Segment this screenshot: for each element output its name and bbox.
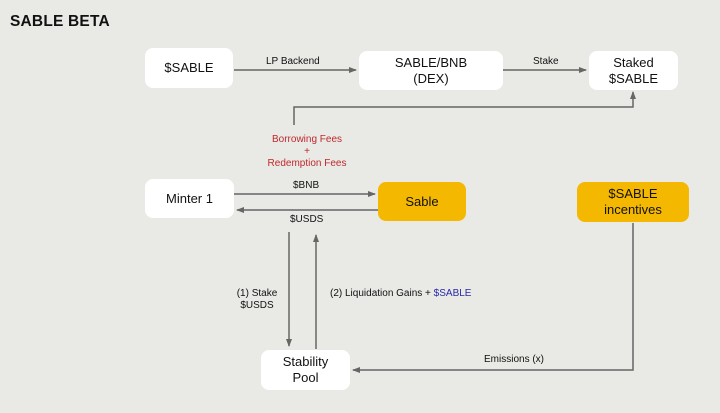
node-label: incentives <box>604 202 662 217</box>
node-label: SABLE/BNB <box>394 54 468 70</box>
edge-emissions <box>352 223 634 373</box>
edge-label-lp-backend: LP Backend <box>266 56 320 67</box>
fee-line-borrowing: Borrowing Fees <box>271 134 343 145</box>
node-stability-pool[interactable]: Stability Pool <box>261 350 350 390</box>
node-label: Minter 1 <box>166 190 213 206</box>
node-sable[interactable]: Sable <box>378 182 466 221</box>
node-staked-sable[interactable]: Staked $SABLE <box>589 51 678 90</box>
fee-line-redemption: Redemption Fees <box>267 158 347 169</box>
node-label: $SABLE <box>608 70 659 86</box>
node-minter[interactable]: Minter 1 <box>145 179 234 218</box>
node-label: Sable <box>405 193 439 209</box>
node-label: Staked <box>613 54 654 70</box>
node-label: Pool <box>292 370 319 385</box>
node-label: (DEX) <box>413 70 449 86</box>
node-dex[interactable]: SABLE/BNB (DEX) <box>359 51 503 90</box>
node-sable-incentives[interactable]: $SABLE incentives <box>577 182 689 222</box>
stake-usds-line-2: $USDS <box>240 300 274 311</box>
edge-fees <box>293 91 636 125</box>
node-label: $SABLE <box>608 186 658 201</box>
edge-label-emissions: Emissions (x) <box>484 354 545 365</box>
edge-label-liquidation: (2) Liquidation Gains + $SABLE <box>330 288 471 300</box>
liquidation-token: $SABLE <box>433 288 472 299</box>
edge-label-fees: Borrowing Fees + Redemption Fees <box>262 134 352 170</box>
node-sable-token[interactable]: $SABLE <box>145 48 233 88</box>
edge-label-stake-usds: (1) Stake $USDS <box>232 288 282 312</box>
edge-label-bnb: $BNB <box>293 180 320 191</box>
stake-usds-line-1: (1) Stake <box>236 288 278 299</box>
edge-label-usds: $USDS <box>290 214 324 225</box>
node-label: Stability <box>282 354 329 369</box>
fee-line-plus: + <box>304 146 310 157</box>
node-label: $SABLE <box>164 60 214 75</box>
diagram-title: SABLE BETA <box>10 13 110 30</box>
liquidation-text: (2) Liquidation Gains + <box>330 288 434 299</box>
edge-label-stake: Stake <box>533 56 559 67</box>
